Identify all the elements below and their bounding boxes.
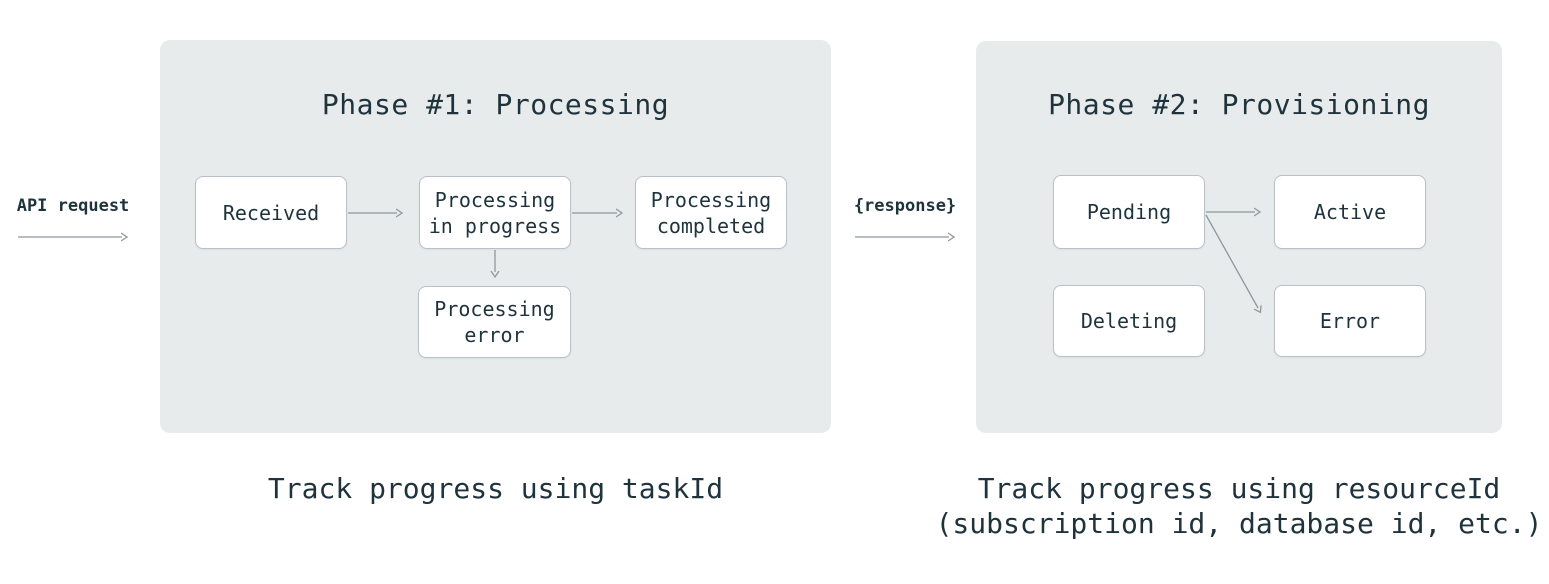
phase2-caption: Track progress using resourceId (subscri…: [926, 471, 1549, 541]
phase2-caption-line1: Track progress using resourceId: [977, 472, 1501, 505]
node-received-label: Received: [222, 200, 320, 225]
phase2-title: Phase #2: Provisioning: [1048, 88, 1430, 121]
phase1-title: Phase #1: Processing: [321, 88, 670, 121]
node-active-label: Active: [1313, 200, 1387, 224]
response-label: {response}: [853, 196, 957, 216]
node-error-label: Error: [1319, 309, 1381, 333]
phase2-caption-line2: (subscription id, database id, etc.): [935, 507, 1543, 540]
node-processing-in-progress: Processing in progress: [419, 176, 571, 249]
node-deleting-label: Deleting: [1080, 309, 1178, 333]
phase1-caption: Track progress using taskId: [267, 472, 724, 505]
node-processing-in-progress-label: Processing in progress: [428, 187, 562, 238]
node-processing-error-label: Processing error: [434, 297, 555, 347]
node-received: Received: [195, 176, 347, 249]
node-active: Active: [1274, 175, 1426, 249]
node-pending-label: Pending: [1086, 200, 1172, 224]
node-error: Error: [1274, 285, 1426, 357]
node-pending: Pending: [1053, 175, 1205, 249]
node-processing-error: Processing error: [418, 286, 571, 358]
api-request-label: API request: [16, 196, 130, 216]
node-processing-completed: Processing completed: [635, 176, 787, 249]
node-deleting: Deleting: [1053, 285, 1205, 357]
node-processing-completed-label: Processing completed: [650, 187, 772, 238]
